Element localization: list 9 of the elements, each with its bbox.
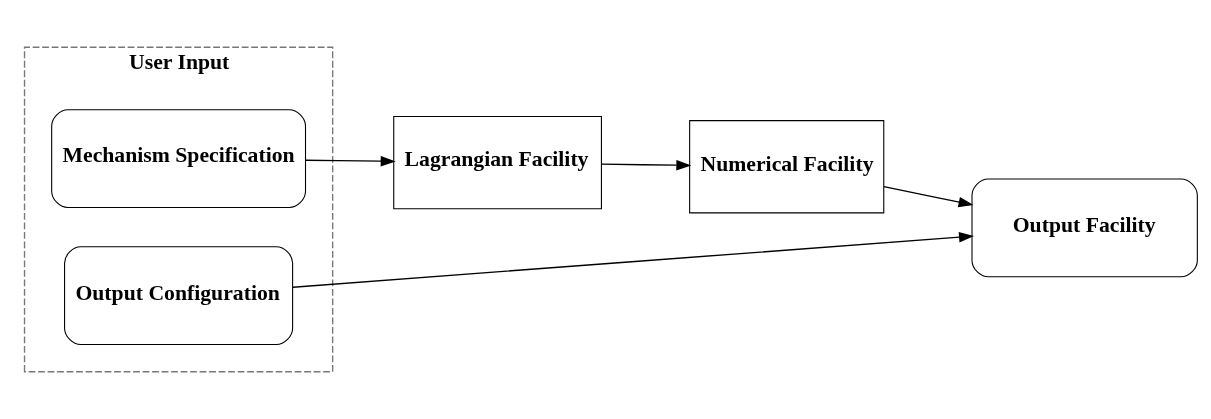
node-box: Output Facility (971, 178, 1198, 278)
arrow (305, 155, 396, 167)
arrow (292, 231, 974, 288)
node-box: Numerical Facility (689, 120, 885, 214)
node-box: Output Configuration (64, 246, 294, 346)
arrow (600, 159, 692, 171)
node-box: Mechanism Specification (51, 109, 307, 208)
arrow (883, 185, 974, 208)
node-box: Lagrangian Facility (393, 115, 602, 210)
